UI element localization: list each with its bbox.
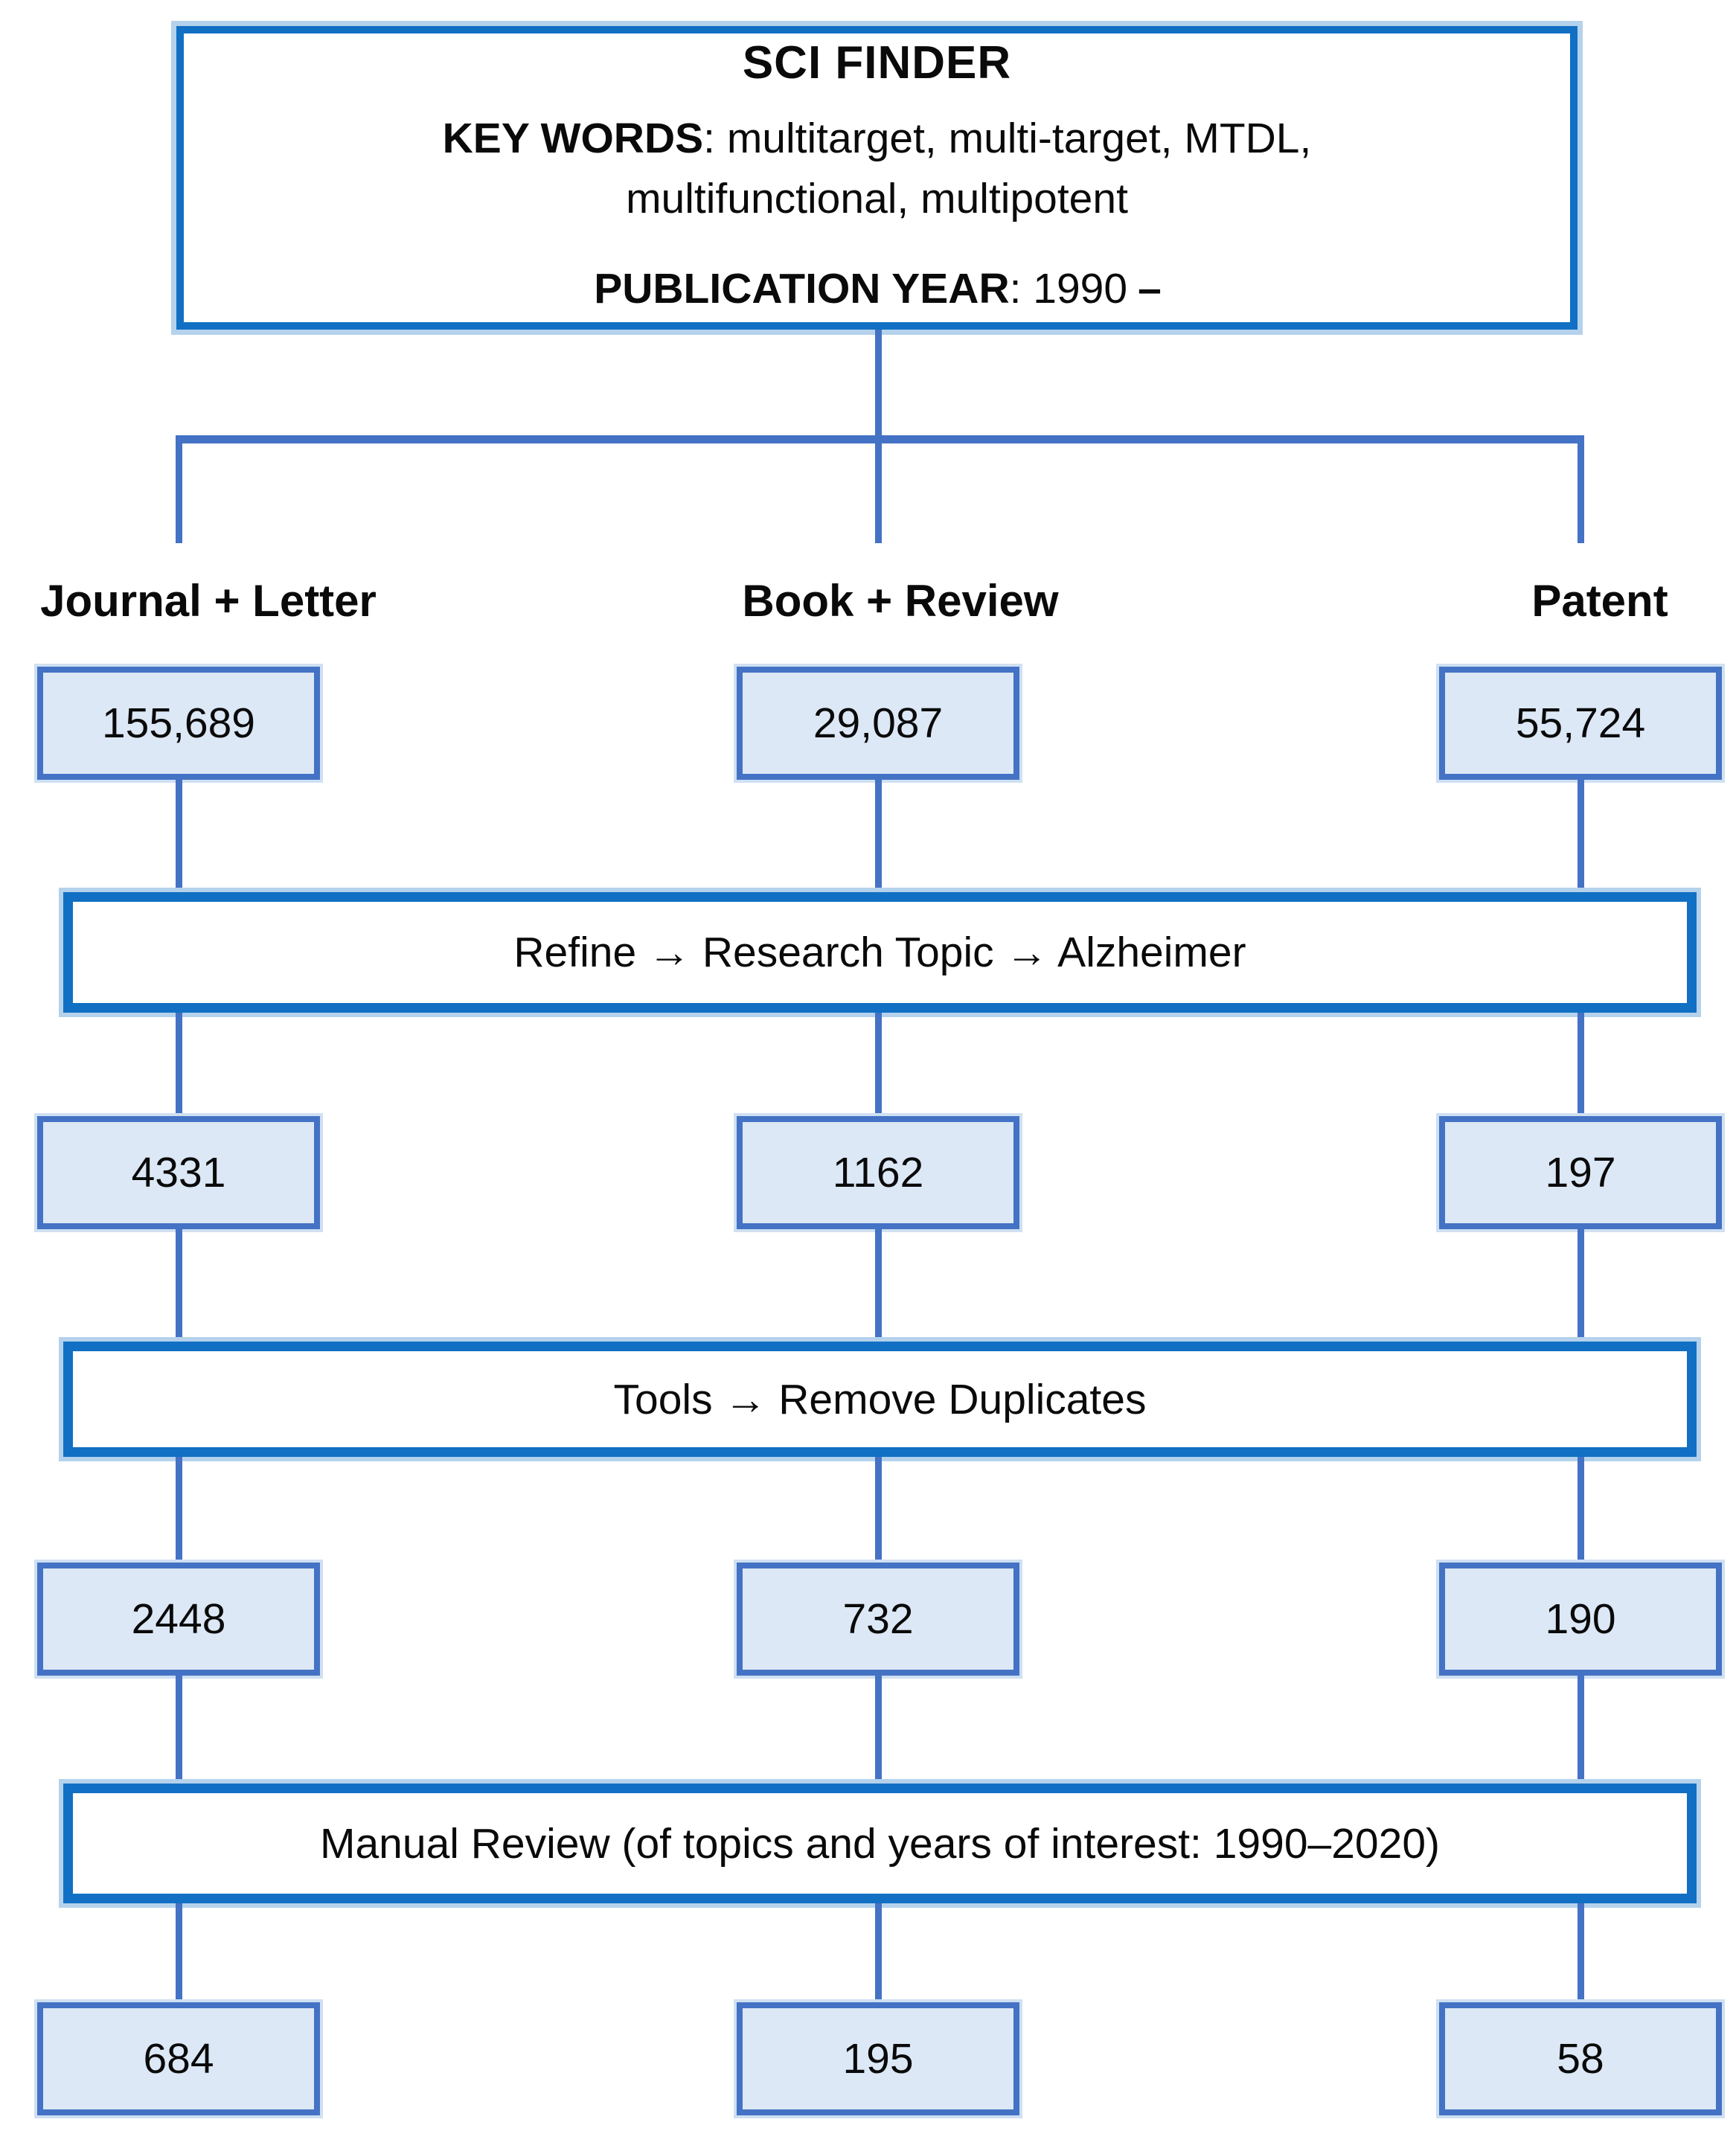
connector-line: [176, 1229, 182, 1342]
connector-line: [1578, 440, 1584, 543]
connector-line: [176, 435, 1584, 443]
keywords-values-2: multifunctional, multipotent: [626, 175, 1128, 223]
database-title: SCI FINDER: [742, 37, 1012, 89]
keywords-values-1: : multitarget, multi-target, MTDL,: [703, 115, 1312, 163]
connector-line: [875, 780, 882, 892]
count-patent-final: 58: [1439, 2002, 1722, 2115]
stage-manual-review-band: Manual Review (of topics and years of in…: [63, 1784, 1697, 1903]
column-label-book-review: Book + Review: [742, 576, 1059, 626]
connector-line: [1578, 1013, 1584, 1116]
connector-line: [875, 1903, 882, 2002]
count-book-after-dedup: 732: [737, 1563, 1019, 1676]
connector-line: [176, 1457, 182, 1563]
count-book-after-refine: 1162: [737, 1116, 1019, 1229]
stage-manual-review-label: Manual Review (of topics and years of in…: [319, 1819, 1441, 1868]
stage-remove-duplicates-label: Tools → Remove Duplicates: [613, 1375, 1147, 1423]
stage-refine-label: Refine → Research Topic → Alzheimer: [513, 929, 1246, 976]
connector-line: [1578, 1457, 1584, 1563]
count-book-initial: 29,087: [737, 667, 1019, 780]
search-query-box: SCI FINDER KEY WORDS: multitarget, multi…: [176, 26, 1578, 330]
connector-line: [176, 1676, 182, 1784]
connector-line: [875, 440, 882, 543]
connector-line: [1578, 1903, 1584, 2002]
count-journal-final: 684: [37, 2002, 320, 2115]
column-label-journal-letter: Journal + Letter: [40, 576, 377, 626]
publication-year-line: PUBLICATION YEAR: 1990–: [594, 259, 1162, 319]
connector-line: [176, 1013, 182, 1116]
count-book-final: 195: [737, 2002, 1019, 2115]
stage-remove-duplicates-band: Tools → Remove Duplicates: [63, 1342, 1697, 1457]
count-journal-initial: 155,689: [37, 667, 320, 780]
count-journal-after-dedup: 2448: [37, 1563, 320, 1676]
connector-line: [1578, 1676, 1584, 1784]
connector-line: [1578, 1229, 1584, 1342]
stage-refine-band: Refine → Research Topic → Alzheimer: [63, 892, 1697, 1013]
publication-year-dash: –: [1138, 264, 1162, 313]
count-patent-after-refine: 197: [1439, 1116, 1722, 1229]
connector-line: [875, 330, 882, 440]
connector-line: [176, 440, 182, 543]
count-patent-after-dedup: 190: [1439, 1563, 1722, 1676]
connector-line: [875, 1013, 882, 1116]
count-journal-after-refine: 4331: [37, 1116, 320, 1229]
keywords-line: KEY WORDS: multitarget, multi-target, MT…: [443, 109, 1312, 169]
keywords-label: KEY WORDS: [442, 115, 704, 163]
column-label-patent: Patent: [1531, 576, 1668, 626]
connector-line: [1578, 780, 1584, 892]
connector-line: [176, 1903, 182, 2002]
publication-year-label: PUBLICATION YEAR: [594, 264, 1010, 313]
connector-line: [875, 1457, 882, 1563]
connector-line: [176, 780, 182, 892]
count-patent-initial: 55,724: [1439, 667, 1722, 780]
connector-line: [875, 1229, 882, 1342]
publication-year-value: : 1990: [1009, 264, 1128, 313]
connector-line: [875, 1676, 882, 1784]
